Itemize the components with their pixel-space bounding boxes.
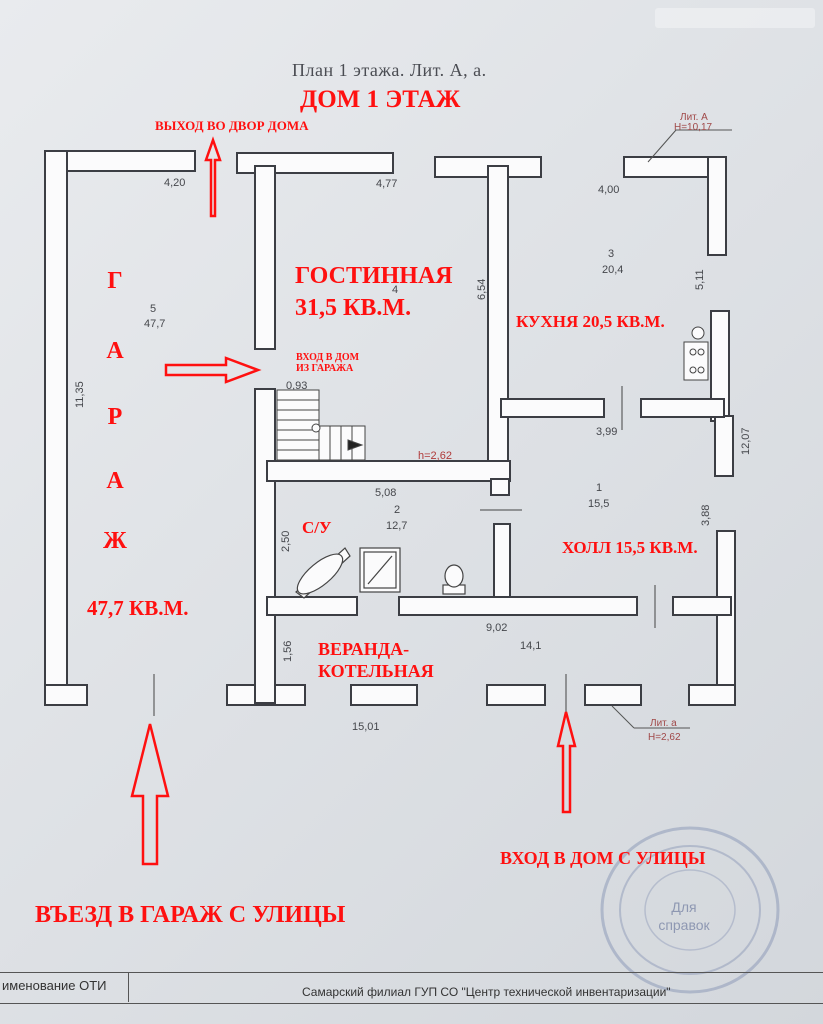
- wall-garage-partition-upper: [254, 165, 276, 350]
- veranda-room-area: 14,1: [520, 640, 542, 652]
- bath-room-area: 12,7: [386, 520, 408, 532]
- lit-a-small-label: Лит. а: [650, 718, 677, 729]
- house-floor-label: ДОМ 1 ЭТАЖ: [300, 86, 461, 113]
- wall-living-bottom: [266, 460, 511, 482]
- official-seal: [600, 826, 780, 994]
- wall-bottom-garage-left: [44, 684, 88, 706]
- bath-room-number: 2: [394, 504, 401, 516]
- kitchen-label: КУХНЯ 20,5 КВ.М.: [516, 312, 665, 331]
- wall-bath-bottom-left: [266, 596, 358, 616]
- garage-letter-1: Г: [107, 268, 123, 294]
- garage-area-label: 47,7 КВ.М.: [87, 596, 189, 620]
- shower-icon: [359, 547, 401, 593]
- lit-a-label: Лит. А: [680, 112, 708, 123]
- wall-kitchen-bottom-right: [640, 398, 725, 418]
- door-markers: [153, 386, 656, 716]
- red-arrows: [130, 136, 577, 866]
- wall-bath-hall-upper: [490, 478, 510, 496]
- wall-bottom-veranda-3: [584, 684, 642, 706]
- toilet-icon: [442, 564, 466, 595]
- garage-drive-arrow: [130, 723, 170, 866]
- garage-letter-5: Ж: [103, 528, 127, 554]
- footer-divider: [128, 972, 129, 1002]
- wall-hall-bottom-right: [672, 596, 732, 616]
- garage-drive-label: ВЪЕЗД В ГАРАЖ С УЛИЦЫ: [35, 902, 346, 928]
- garage-entry-label: ВХОД В ДОМ ИЗ ГАРАЖА: [296, 352, 360, 374]
- dim-garage-length: 11,35: [74, 381, 86, 408]
- wall-kitchen-bottom-left: [500, 398, 605, 418]
- title-block-footer: [0, 972, 823, 1004]
- ceiling-height-main: h=2,62: [418, 450, 452, 462]
- plan-title: План 1 этажа. Лит. А, а.: [292, 60, 487, 80]
- garage-letter-2: А: [106, 338, 124, 364]
- kitchen-room-area: 20,4: [602, 264, 624, 276]
- veranda-label: ВЕРАНДА- КОТЕЛЬНАЯ: [318, 639, 434, 681]
- dim-house-depth: 12,07: [740, 427, 752, 455]
- dim-veranda-width: 9,02: [486, 622, 508, 634]
- dim-living-width: 4,77: [376, 178, 398, 190]
- dim-kitchen-length: 5,11: [694, 269, 706, 290]
- hall-label: ХОЛЛ 15,5 КВ.М.: [562, 538, 698, 557]
- bathtub-icon: [295, 547, 351, 599]
- garage-room-area: 47,7: [144, 318, 166, 330]
- living-room-label: ГОСТИННАЯ 31,5 КВ.М.: [295, 263, 453, 321]
- wall-right-kitchen-upper: [707, 156, 727, 256]
- dim-stair-width: 0,93: [286, 380, 308, 392]
- wall-bath-bottom-right: [398, 596, 638, 616]
- wall-bottom-veranda-2: [486, 684, 546, 706]
- footer-organization-label: именование ОТИ: [2, 978, 107, 993]
- living-room-number: 4: [392, 284, 399, 296]
- dim-total-width: 15,01: [352, 721, 380, 733]
- yard-exit-arrow: [204, 136, 222, 218]
- hall-room-area: 15,5: [588, 498, 610, 510]
- wall-bottom-veranda-1: [350, 684, 418, 706]
- dim-hall-width: 3,99: [596, 426, 618, 438]
- bathroom-label: С/У: [302, 518, 332, 537]
- watermark-badge: [655, 8, 815, 28]
- garage-letter-4: А: [106, 468, 124, 494]
- dim-hall-length: 3,88: [700, 504, 712, 526]
- stamp-center-text: Для справок: [658, 899, 710, 933]
- dim-living-length: 6,54: [476, 278, 488, 300]
- dim-garage-width: 4,20: [164, 177, 186, 189]
- garage-letter-3: Р: [107, 404, 123, 430]
- yard-exit-label: ВЫХОД ВО ДВОР ДОМА: [155, 118, 309, 133]
- lit-a-height: H=10,17: [674, 122, 713, 133]
- stove-icon: [683, 326, 709, 381]
- street-entry-arrow: [556, 711, 577, 814]
- kitchen-room-number: 3: [608, 248, 615, 260]
- hall-room-number: 1: [596, 482, 603, 494]
- dim-kitchen-width: 4,00: [598, 184, 620, 196]
- dim-bath-width: 5,08: [375, 487, 397, 499]
- staircase-icon: [276, 389, 366, 461]
- lit-a-small-height: H=2,62: [648, 732, 681, 743]
- wall-bottom-right: [688, 684, 736, 706]
- street-entry-label: ВХОД В ДОМ С УЛИЦЫ: [500, 848, 706, 868]
- wall-left: [44, 150, 68, 705]
- footer-organization-name: Самарский филиал ГУП СО "Центр техническ…: [302, 985, 671, 999]
- garage-room-number: 5: [150, 303, 157, 315]
- dim-bath-length: 2,50: [280, 530, 292, 552]
- garage-entry-arrow: [164, 356, 262, 384]
- dim-veranda-length: 1,56: [282, 640, 294, 662]
- lit-leaders: [611, 129, 732, 729]
